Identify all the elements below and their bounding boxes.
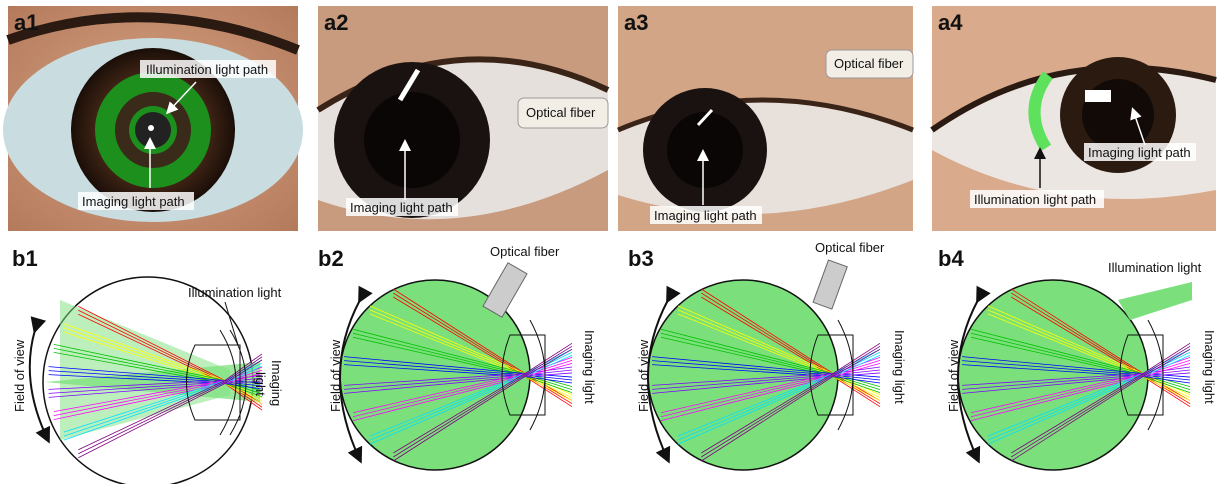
diagram-b3: b3 Optical fiber Field of view Imaging l… <box>628 240 907 470</box>
label-illum: Illumination light <box>1108 260 1202 275</box>
label-imaging-2: light <box>253 372 268 396</box>
diagram-b2: b2 Optical fiber Field of view Imaging l… <box>318 244 597 470</box>
diagram-b1: b1 Field of view Illumination light Imag… <box>12 246 284 484</box>
label-fiber: Optical fiber <box>490 244 560 259</box>
label-imaging: Imaging light <box>892 330 907 404</box>
label-fov: Field of view <box>946 339 961 412</box>
label-imaging: Imaging light <box>582 330 597 404</box>
panel-label-a2: a2 <box>324 10 348 35</box>
panel-label-b4: b4 <box>938 246 964 271</box>
label-fiber: Optical fiber <box>834 56 904 71</box>
diagram-b4: b4 Illumination light Field of view Imag… <box>938 246 1217 470</box>
label-fiber: Optical fiber <box>526 105 596 120</box>
optical-fiber-shape <box>813 260 847 309</box>
panel-label-a3: a3 <box>624 10 648 35</box>
panel-label-a1: a1 <box>14 10 38 35</box>
panel-label-a4: a4 <box>938 10 963 35</box>
label-fov: Field of view <box>12 339 27 412</box>
panel-label-b3: b3 <box>628 246 654 271</box>
photo-a3: Optical fiber Imaging light path a3 <box>618 6 913 231</box>
label-illum: Illumination light <box>188 285 282 300</box>
label-illumination: Illumination light path <box>974 192 1096 207</box>
label-imaging: Imaging <box>269 360 284 406</box>
optical-fiber-shape <box>483 263 527 317</box>
panel-label-b1: b1 <box>12 246 38 271</box>
label-imaging: Imaging light path <box>1088 145 1191 160</box>
label-imaging: Imaging light path <box>350 200 453 215</box>
photo-a1: Illumination light path Imaging light pa… <box>3 6 303 231</box>
label-imaging: Imaging light <box>1202 330 1217 404</box>
photo-a2: Optical fiber Imaging light path a2 <box>318 6 608 231</box>
panel-label-b2: b2 <box>318 246 344 271</box>
photo-a4: Imaging light path Illumination light pa… <box>932 6 1216 231</box>
illumination-beam <box>1118 282 1192 320</box>
label-fov: Field of view <box>636 339 651 412</box>
label-illumination: Illumination light path <box>146 62 268 77</box>
label-imaging: Imaging light path <box>654 208 757 223</box>
label-imaging: Imaging light path <box>82 194 185 209</box>
label-fiber: Optical fiber <box>815 240 885 255</box>
label-fov: Field of view <box>328 339 343 412</box>
